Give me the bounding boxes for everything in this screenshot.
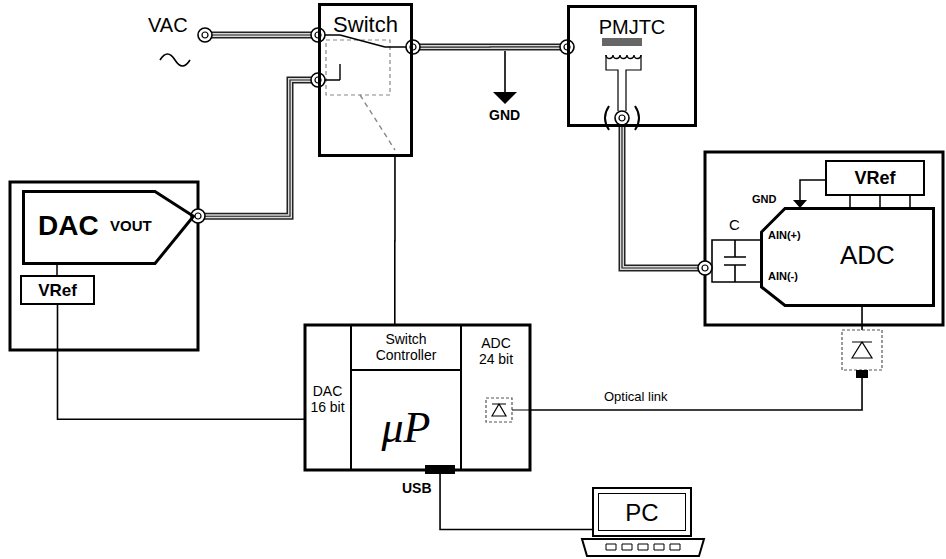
block-name: DAC	[38, 210, 99, 242]
heater-element	[602, 38, 642, 46]
thermocouple-coil	[606, 55, 641, 59]
block-name: ADC	[840, 241, 895, 271]
reference-box: VRef	[825, 160, 925, 196]
coax-jack	[198, 28, 212, 42]
coax-jack	[615, 111, 629, 125]
relay-outline	[326, 40, 390, 95]
ground-wire	[504, 51, 506, 92]
wire-path	[530, 307, 862, 410]
relay-contacts	[318, 35, 413, 80]
reference-wire	[56, 265, 58, 275]
signal-name: VAC	[146, 14, 190, 37]
signal-wire	[394, 157, 395, 325]
pmjtc-box: PMJTC	[567, 5, 697, 127]
wire-path	[622, 127, 760, 268]
coax-core	[413, 45, 567, 49]
coax-conductor	[622, 127, 705, 268]
controller-section: Switch Controller μP	[350, 325, 462, 470]
laptop-keys	[606, 544, 680, 550]
optocoupler	[486, 398, 512, 422]
ground-wire	[800, 180, 825, 200]
optical-connector	[856, 370, 868, 378]
optocoupler	[842, 330, 882, 370]
box-title: PMJTC	[570, 16, 694, 39]
section-title: ADC 24 bit	[462, 335, 530, 367]
signal-wire	[622, 127, 760, 268]
box-title: VRef	[827, 168, 923, 189]
coax-jack	[698, 261, 712, 275]
ac-source-symbol	[160, 54, 190, 66]
coax-jack	[406, 40, 420, 54]
connector-label: Optical link	[602, 390, 670, 405]
pin-name: AIN(-)	[768, 270, 798, 283]
relay-control-line	[360, 95, 395, 150]
dac-outline	[24, 192, 194, 264]
coax-conductor	[205, 34, 318, 35]
capacitor-symbol	[724, 240, 746, 282]
ground-label: GND	[487, 107, 522, 123]
section-title: DAC 16 bit	[305, 383, 350, 415]
adc-outline	[762, 209, 934, 306]
coax-cable	[205, 32, 318, 39]
connector-label: USB	[400, 480, 434, 496]
adc-housing	[705, 152, 943, 325]
signal-wire	[530, 307, 862, 410]
wire-path	[58, 305, 306, 419]
ground-symbol	[793, 200, 807, 208]
reference-box: VRef	[20, 275, 95, 305]
processor-name: μP	[352, 403, 460, 454]
optocoupler-diode	[852, 342, 872, 358]
ground-label: GND	[750, 193, 778, 206]
coax-core	[195, 80, 318, 216]
component-name: C	[727, 216, 742, 233]
optocoupler-diode	[492, 404, 530, 416]
dac-housing	[10, 182, 198, 350]
pc-screen: PC	[592, 487, 692, 537]
section-title: Switch Controller	[352, 325, 460, 371]
coax-cable-core	[205, 33, 318, 37]
wire-path	[440, 470, 592, 530]
laptop-keyboard	[582, 539, 704, 556]
ain-minus-wire	[712, 268, 760, 282]
coax-jacket	[413, 43, 567, 50]
coax-conductor	[413, 46, 567, 47]
adc-symbol: AIN(+) AIN(-) ADC	[760, 207, 935, 307]
dac-symbol: DAC VOUT	[22, 190, 195, 265]
pin-name: VOUT	[110, 217, 152, 234]
adc-section: ADC 24 bit	[462, 325, 530, 470]
controller-housing	[305, 325, 530, 470]
coax-jacket	[195, 80, 318, 216]
usb-connector	[425, 465, 455, 474]
ground-symbol	[493, 92, 517, 104]
reference-wires	[850, 196, 910, 207]
computer-name: PC	[594, 499, 690, 527]
coax-cable-core	[622, 127, 705, 268]
coax-cable	[413, 46, 567, 47]
pin-name: AIN(+)	[768, 229, 801, 242]
box-title: VRef	[22, 281, 93, 301]
signal-wire	[58, 305, 306, 419]
box-title: Switch	[321, 12, 410, 37]
connector-group	[58, 47, 863, 530]
dac-section: DAC 16 bit	[305, 325, 350, 470]
thermocouple-leads	[606, 55, 641, 111]
wire-path	[394, 157, 396, 325]
coax-conductor	[195, 80, 318, 216]
coax-cable	[622, 127, 705, 268]
coax-cable	[195, 80, 318, 216]
switch-box: Switch	[318, 3, 413, 157]
signal-wire	[440, 470, 592, 530]
